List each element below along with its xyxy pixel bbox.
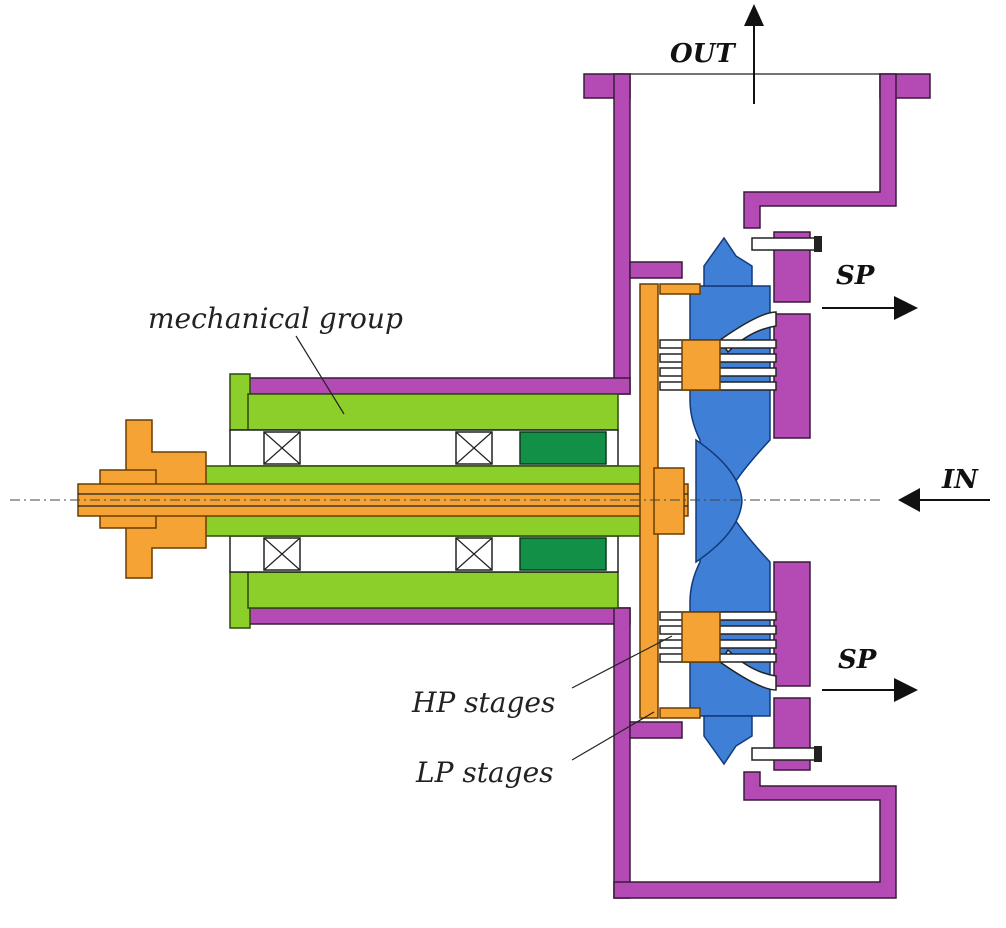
hp-stages-leader	[571, 635, 673, 689]
bearing-bottom-right	[455, 537, 493, 571]
seal-block-bottom	[519, 537, 607, 571]
stage-fins-bottom	[659, 611, 777, 663]
shaft-assembly	[77, 283, 689, 719]
sp-bottom-label: SP	[838, 645, 878, 675]
mechanical-group-leader	[295, 335, 345, 415]
sp-top-label: SP	[836, 261, 876, 291]
bearing-top-right	[455, 431, 493, 465]
sp-top-arrow	[822, 296, 918, 320]
bearings	[263, 431, 493, 571]
out-label: OUT	[670, 39, 736, 69]
seal-block-top	[519, 431, 607, 465]
in-arrow	[898, 488, 990, 512]
out-arrow	[744, 4, 764, 104]
lp-stages-leader	[571, 711, 655, 761]
top-seal-strip	[659, 283, 701, 295]
bolt-bottom	[751, 746, 822, 762]
bearing-top-left	[263, 431, 301, 465]
bottom-seal-strip	[659, 707, 701, 719]
bolt-top	[751, 236, 822, 252]
bearing-bottom-left	[263, 537, 301, 571]
casing	[247, 73, 931, 899]
sp-bottom-arrow	[822, 678, 918, 702]
hp-stages-label: HP stages	[411, 686, 555, 719]
lp-stages-label: LP stages	[415, 756, 554, 789]
impeller	[689, 236, 777, 766]
mechanical-group-label: mechanical group	[148, 302, 403, 335]
in-label: IN	[941, 465, 979, 495]
stage-fins-top	[659, 339, 777, 391]
